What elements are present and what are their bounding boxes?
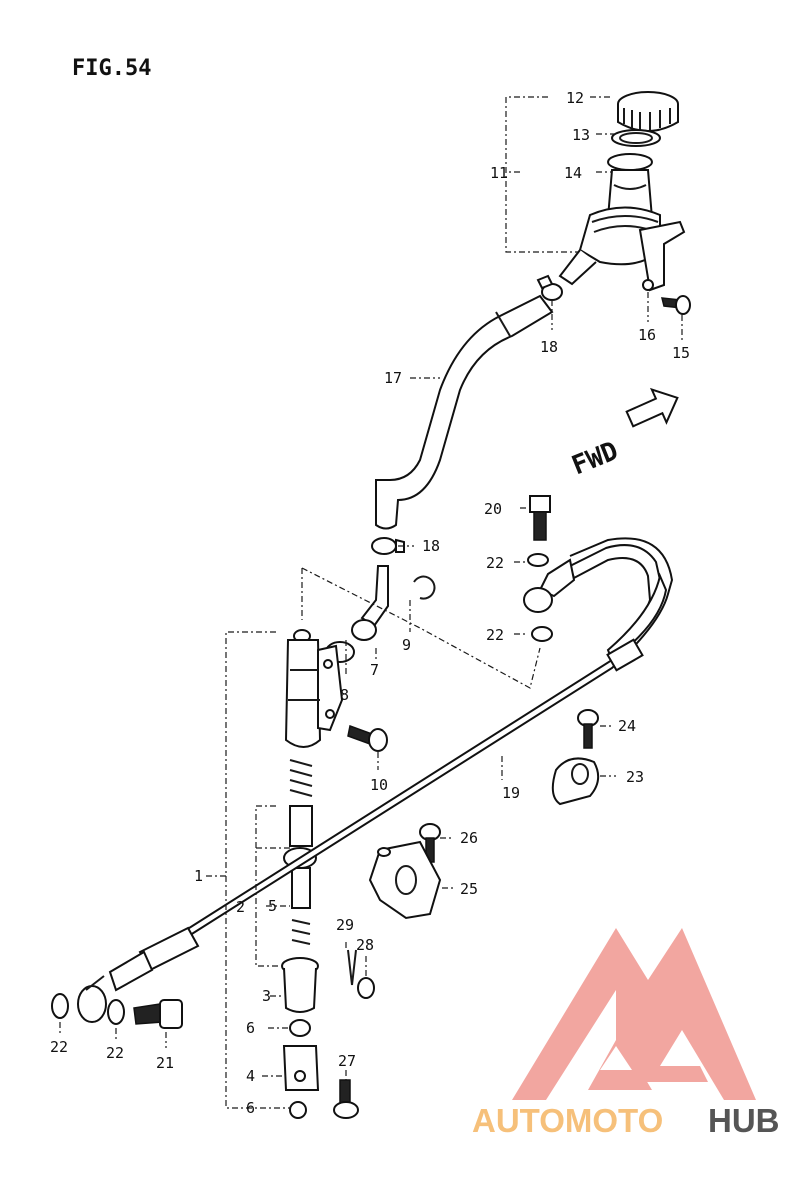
circlip-9 bbox=[413, 575, 436, 600]
piston-spring bbox=[289, 759, 313, 797]
boot-3 bbox=[281, 957, 319, 1013]
nut-6-lower bbox=[289, 1101, 307, 1119]
hose-end-fitting-lower bbox=[77, 926, 200, 1023]
reservoir-tank-11 bbox=[558, 206, 686, 292]
label-part-26: 26 bbox=[460, 829, 478, 847]
union-bolt-21 bbox=[133, 999, 183, 1029]
label-part-15: 15 bbox=[672, 344, 690, 362]
label-part-1: 1 bbox=[194, 867, 203, 885]
label-part-3: 3 bbox=[262, 987, 271, 1005]
bracket-16 bbox=[642, 279, 654, 291]
label-part-28: 28 bbox=[356, 936, 374, 954]
label-part-13: 13 bbox=[572, 126, 590, 144]
hose-end-fitting-upper bbox=[523, 558, 576, 613]
label-part-22b: 22 bbox=[486, 626, 504, 644]
union-bolt-20 bbox=[529, 495, 551, 541]
hose-clamp-18-upper bbox=[536, 274, 563, 301]
label-part-18b: 18 bbox=[422, 537, 440, 555]
bolt-10 bbox=[347, 724, 388, 752]
label-part-20: 20 bbox=[484, 500, 502, 518]
pin-27 bbox=[333, 1079, 359, 1119]
label-part-8: 8 bbox=[340, 686, 349, 704]
figure-title: FIG.54 bbox=[72, 56, 151, 81]
label-part-7: 7 bbox=[370, 661, 379, 679]
label-part-6a: 6 bbox=[246, 1019, 255, 1037]
label-part-27: 27 bbox=[338, 1052, 356, 1070]
automotohub-logo: AUTOMOTO HUB bbox=[472, 928, 780, 1139]
nut-6-upper bbox=[289, 1019, 311, 1037]
cotter-pin-29 bbox=[347, 949, 357, 986]
logo-text-hub: HUB bbox=[708, 1102, 780, 1139]
label-part-29: 29 bbox=[336, 916, 354, 934]
label-part-19: 19 bbox=[502, 784, 520, 802]
clevis-4 bbox=[282, 1045, 320, 1091]
reservoir-cap-12 bbox=[617, 91, 679, 132]
label-part-21: 21 bbox=[156, 1054, 174, 1072]
forward-direction-arrow: FWD bbox=[568, 387, 679, 481]
fwd-label: FWD bbox=[568, 436, 623, 481]
label-part-22c: 22 bbox=[50, 1038, 68, 1056]
label-part-4: 4 bbox=[246, 1067, 255, 1085]
reservoir-hose-17 bbox=[375, 294, 554, 530]
label-part-11: 11 bbox=[490, 164, 508, 182]
label-part-17: 17 bbox=[384, 369, 402, 387]
label-part-14: 14 bbox=[564, 164, 582, 182]
label-part-16: 16 bbox=[638, 326, 656, 344]
inlet-connector-7 bbox=[351, 565, 389, 641]
label-part-6b: 6 bbox=[246, 1099, 255, 1117]
bolt-24 bbox=[577, 709, 599, 749]
master-cylinder-body-1 bbox=[284, 629, 344, 748]
label-part-18a: 18 bbox=[540, 338, 558, 356]
washer-22-upper-1 bbox=[527, 553, 549, 567]
washer-22-lower-2 bbox=[107, 999, 125, 1025]
logo-mark bbox=[512, 928, 756, 1100]
label-part-10: 10 bbox=[370, 776, 388, 794]
label-part-24: 24 bbox=[618, 717, 636, 735]
piston-assembly-2 bbox=[283, 805, 317, 945]
label-part-23: 23 bbox=[626, 768, 644, 786]
reservoir-diaphragm-13 bbox=[611, 129, 661, 147]
bolt-15 bbox=[661, 295, 691, 315]
label-part-9: 9 bbox=[402, 636, 411, 654]
label-part-22d: 22 bbox=[106, 1044, 124, 1062]
label-part-2: 2 bbox=[236, 898, 245, 916]
label-part-22a: 22 bbox=[486, 554, 504, 572]
hose-clamp-23 bbox=[551, 757, 600, 806]
label-part-25: 25 bbox=[460, 880, 478, 898]
washer-28 bbox=[357, 977, 375, 999]
label-part-5: 5 bbox=[268, 897, 277, 915]
hose-guide-25 bbox=[368, 840, 442, 920]
washer-22-upper-2 bbox=[531, 626, 553, 642]
label-part-12: 12 bbox=[566, 89, 584, 107]
logo-text-automoto: AUTOMOTO bbox=[472, 1102, 663, 1139]
washer-22-lower-1 bbox=[51, 993, 69, 1019]
